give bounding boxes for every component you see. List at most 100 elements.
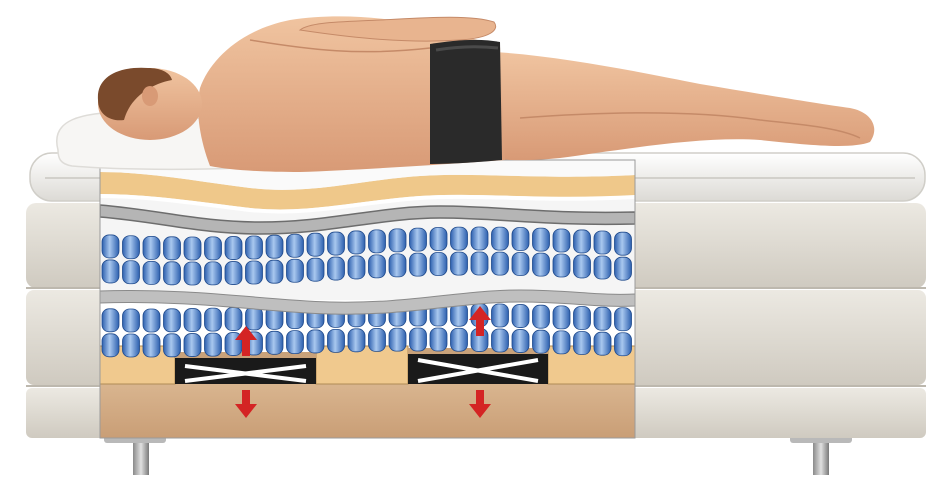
pocket-spring (533, 305, 550, 328)
pocket-spring (369, 230, 386, 253)
pocket-spring (533, 330, 550, 353)
pocket-spring (594, 307, 611, 330)
pocket-spring (307, 258, 324, 281)
pocket-spring (164, 334, 181, 357)
cutaway-section (100, 160, 635, 438)
pocket-spring (574, 230, 591, 253)
pocket-spring (328, 329, 345, 352)
pocket-spring (451, 227, 468, 250)
pocket-spring (102, 334, 119, 357)
pocket-spring (594, 332, 611, 355)
pocket-spring (307, 330, 324, 353)
pocket-spring (225, 308, 242, 331)
pocket-spring (553, 306, 570, 329)
person-shorts (430, 40, 502, 164)
pocket-spring (205, 237, 222, 260)
pocket-spring (225, 237, 242, 260)
pocket-spring (389, 229, 406, 252)
pocket-spring (184, 262, 201, 285)
pocket-spring (123, 261, 140, 284)
pocket-spring (574, 255, 591, 278)
pocket-spring (143, 236, 160, 259)
pocket-spring (492, 227, 509, 250)
pocket-spring (430, 252, 447, 275)
pocket-spring (266, 260, 283, 283)
wooden-base-layer (100, 384, 635, 438)
foam-block (316, 346, 408, 384)
pocket-spring (594, 256, 611, 279)
pocket-spring (430, 227, 447, 250)
pocket-spring (574, 307, 591, 330)
pocket-spring (512, 228, 529, 251)
bed-leg-right (813, 440, 829, 475)
pocket-spring (287, 259, 304, 282)
pocket-spring (389, 254, 406, 277)
pocket-spring (615, 257, 632, 280)
pocket-spring (533, 228, 550, 251)
pocket-spring (369, 328, 386, 351)
bed-legs (104, 434, 852, 475)
pocket-spring (246, 261, 263, 284)
pocket-spring (102, 260, 119, 283)
pocket-spring (328, 232, 345, 255)
pocket-spring (184, 334, 201, 357)
pocket-spring (164, 309, 181, 332)
pocket-spring (287, 234, 304, 257)
pocket-spring (574, 332, 591, 355)
pocket-spring (143, 261, 160, 284)
pocket-spring (307, 233, 324, 256)
pocket-spring (205, 308, 222, 331)
pocket-spring (471, 227, 488, 250)
pocket-spring (512, 253, 529, 276)
pocket-spring (615, 333, 632, 356)
pocket-spring (512, 305, 529, 328)
pocket-spring (164, 262, 181, 285)
pocket-spring (492, 329, 509, 352)
pocket-spring (410, 228, 427, 251)
pocket-spring (492, 252, 509, 275)
pocket-spring (348, 256, 365, 279)
pocket-spring (225, 262, 242, 285)
pocket-spring (451, 328, 468, 351)
pocket-spring (102, 235, 119, 258)
pocket-spring (553, 229, 570, 252)
person-ear (142, 86, 158, 106)
pocket-spring (553, 331, 570, 354)
pocket-spring (430, 328, 447, 351)
bed-leg-left (133, 440, 149, 475)
pocket-spring (123, 309, 140, 332)
pocket-spring (615, 308, 632, 331)
pocket-spring (184, 237, 201, 260)
pocket-spring (184, 309, 201, 332)
pocket-spring (266, 331, 283, 354)
pocket-spring (348, 329, 365, 352)
pocket-spring (594, 231, 611, 254)
pocket-spring (164, 237, 181, 260)
pocket-spring (512, 330, 529, 353)
pocket-spring (102, 309, 119, 332)
pocket-spring (553, 254, 570, 277)
pocket-spring (410, 328, 427, 351)
pocket-spring (123, 236, 140, 259)
pocket-spring (369, 255, 386, 278)
pocket-spring (205, 262, 222, 285)
pocket-spring (143, 309, 160, 332)
pocket-spring (287, 331, 304, 354)
pocket-spring (205, 333, 222, 356)
pocket-spring (615, 232, 632, 255)
pocket-spring (471, 252, 488, 275)
pocket-spring (246, 236, 263, 259)
pocket-spring (246, 307, 263, 330)
sleeping-person (98, 16, 874, 172)
pocket-spring (266, 235, 283, 258)
pocket-spring (410, 253, 427, 276)
pocket-spring (143, 334, 160, 357)
pocket-spring (123, 334, 140, 357)
pocket-spring (533, 253, 550, 276)
person-legs (480, 52, 874, 160)
pocket-spring (492, 304, 509, 327)
pocket-spring (348, 231, 365, 254)
pocket-spring (451, 252, 468, 275)
